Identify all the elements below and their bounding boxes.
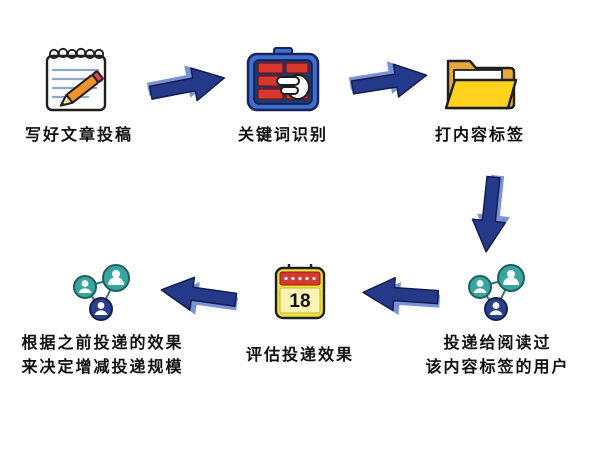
step-evaluate-label: 评估投递效果 xyxy=(245,347,354,364)
step-adjust: 根据之前投递的效果 来决定增减投递规模 xyxy=(10,252,195,380)
step-deliver: 投递给阅读过 该内容标签的用户 xyxy=(410,252,585,380)
step-tag: 打内容标签 xyxy=(405,36,555,148)
step-write: 写好文章投稿 xyxy=(4,36,154,148)
step-deliver-label-line2: 该内容标签的用户 xyxy=(425,359,570,376)
step-deliver-label-line1: 投递给阅读过 xyxy=(443,335,552,352)
step-keyword-label: 关键词识别 xyxy=(237,127,328,144)
step-adjust-label-line2: 来决定增减投递规模 xyxy=(21,359,184,376)
arrow-write-to-keyword xyxy=(144,55,231,115)
calendar-icon: 18 xyxy=(272,252,328,332)
user-network-icon xyxy=(71,252,135,332)
step-keyword: 关键词识别 xyxy=(213,36,353,148)
step-evaluate: 18 评估投递效果 xyxy=(230,252,370,368)
user-network-icon xyxy=(466,252,530,332)
calendar-day: 18 xyxy=(289,291,310,312)
keypad-hand-icon xyxy=(243,36,323,124)
step-adjust-label-line1: 根据之前投递的效果 xyxy=(21,335,184,352)
step-write-label: 写好文章投稿 xyxy=(24,127,133,144)
arrow-evaluate-to-adjust xyxy=(155,267,241,324)
arrow-deliver-to-evaluate xyxy=(358,269,442,320)
notepad-pencil-icon xyxy=(40,36,118,124)
arrow-tag-to-deliver xyxy=(463,172,517,257)
arrow-keyword-to-tag xyxy=(346,52,433,110)
folder-icon xyxy=(440,36,520,124)
step-tag-label: 打内容标签 xyxy=(434,127,525,144)
